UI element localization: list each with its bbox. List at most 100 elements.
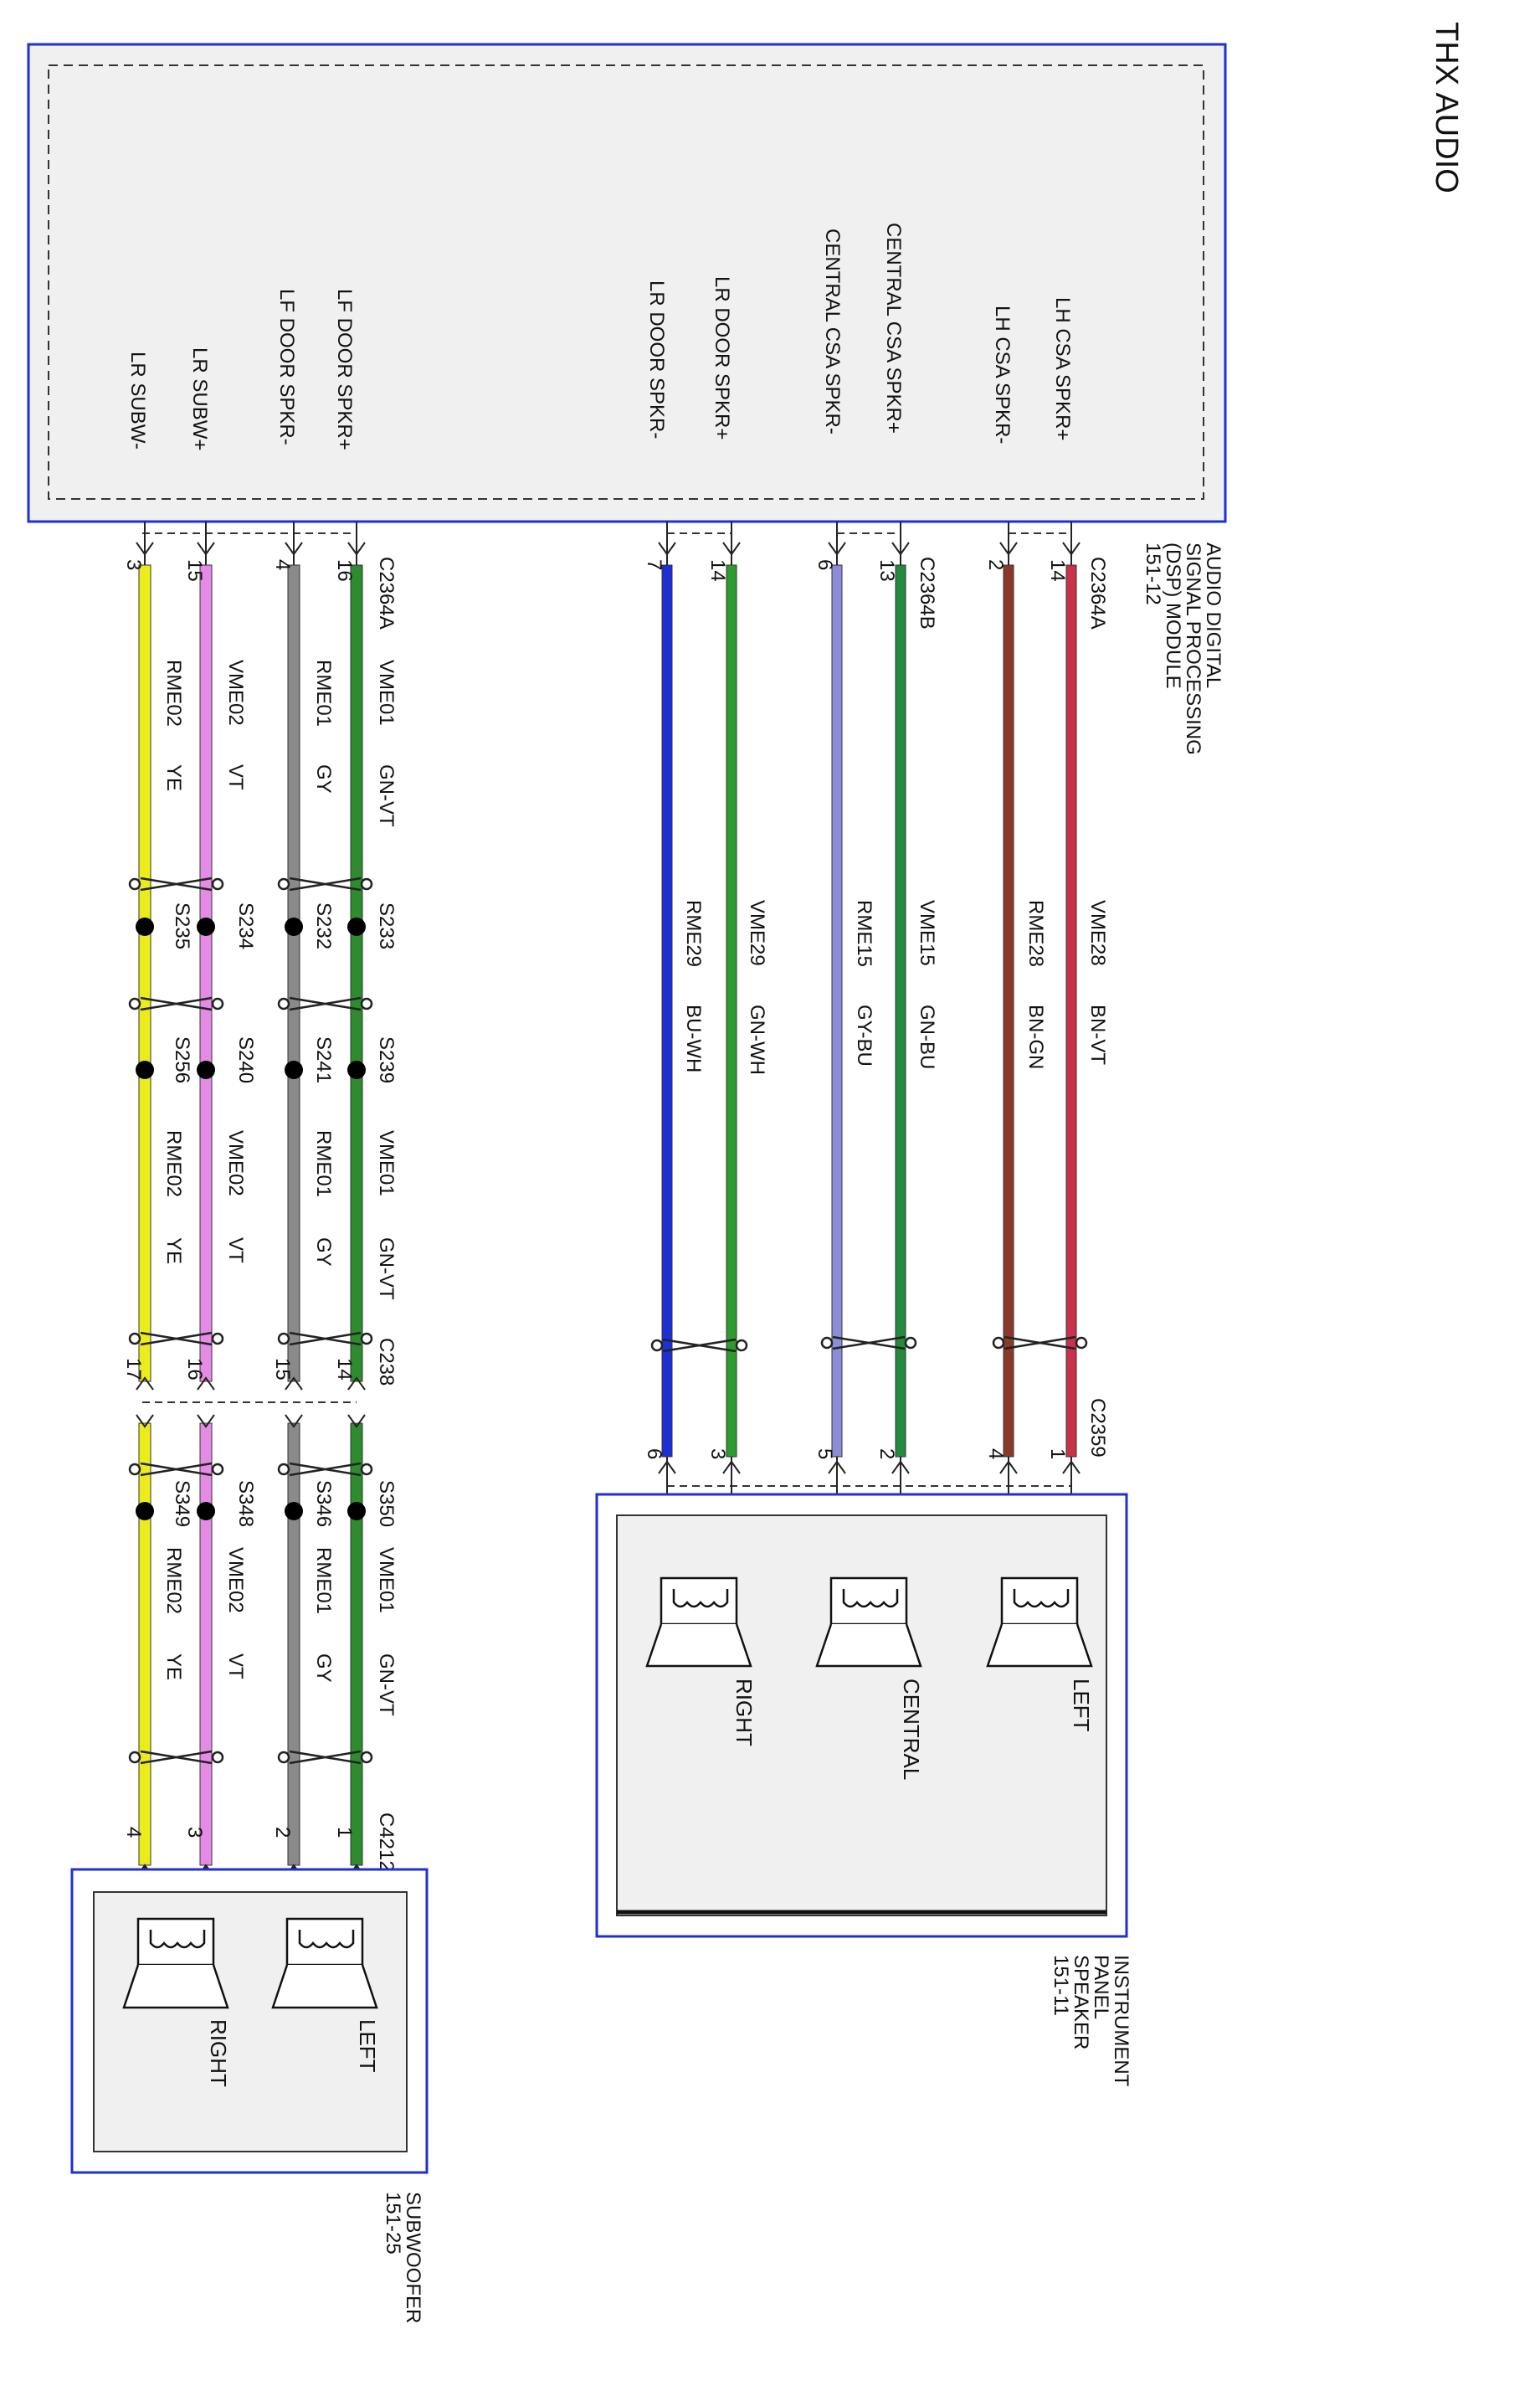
circuit-label: VME28 [1086, 900, 1109, 966]
wire-vme28 [1065, 564, 1077, 1458]
pin-label-central-csa-spkr-neg: CENTRAL CSA SPKR- [821, 229, 844, 434]
splice-label: S348 [234, 1480, 257, 1527]
wire-color-label: GN-WH [746, 1005, 768, 1075]
pin-label-lr-door-spkr-neg: LR DOOR SPKR- [645, 280, 668, 439]
wire-vme29 [726, 564, 737, 1458]
splice-dot [136, 1061, 154, 1079]
wire-color-label: GY-BU [853, 1005, 875, 1067]
right-wire-group: C2364A C2364B C2359 14 2 13 6 14 7 1 4 2… [643, 522, 1109, 1591]
twist-marker [140, 996, 213, 1011]
circuit-label: RME15 [853, 900, 875, 967]
wire-body [350, 564, 363, 1382]
speaker-icon [645, 1576, 752, 1668]
connector-label: C2364B [916, 557, 938, 630]
connector-label: C2364A [375, 557, 398, 630]
wire-vme02 [199, 564, 213, 1866]
pin-number: 13 [875, 559, 898, 582]
wire-color-label: VT [224, 1237, 247, 1263]
ip-speaker-inner [616, 1514, 1107, 1916]
pin-number: 6 [814, 559, 836, 570]
wire-color-label: YE [162, 764, 185, 791]
pin-arrow [285, 1376, 303, 1428]
splice-dot [285, 1061, 303, 1079]
ip-speaker-name-line: SPEAKER [1070, 1955, 1092, 2049]
pin-arrow [828, 522, 846, 565]
speaker-icon [815, 1576, 922, 1668]
wire-rme02 [138, 564, 151, 1866]
left-wire-group: C2364A C238 C4212 16 4 15 3 14 15 16 17 … [122, 522, 398, 1913]
twist-marker [289, 1462, 362, 1477]
twist-marker [1004, 1335, 1076, 1350]
pin-arrow [347, 1376, 366, 1428]
circuit-label: RME02 [162, 660, 185, 727]
wire-color-label: YE [162, 1653, 185, 1680]
splice-dot [347, 918, 366, 936]
wire-color-label: GN-VT [375, 764, 398, 827]
circuit-label: VME02 [224, 660, 247, 726]
circuit-label: RME01 [312, 1130, 335, 1197]
pin-label-lf-door-spkr-pos: LF DOOR SPKR+ [333, 289, 356, 450]
twist-marker [832, 1335, 906, 1350]
wire-color-label: BN-GN [1024, 1005, 1047, 1069]
splice-dot [136, 918, 154, 936]
subwoofer: LEFT RIGHT SUBWOOFER 151-25 [70, 1868, 429, 2323]
pin-number: 4 [984, 1448, 1007, 1459]
pin-label-lh-csa-spkr-pos: LH CSA SPKR+ [1051, 297, 1074, 440]
pin-label-lh-csa-spkr-neg: LH CSA SPKR- [991, 306, 1014, 444]
splice-label: S350 [375, 1480, 398, 1527]
instrument-panel-speaker: LEFT CENTRAL RIGHT INSTRUMENT PANEL SPEA… [595, 1493, 1132, 2087]
twist-marker [140, 1331, 213, 1346]
pin-label-lf-door-spkr-neg: LF DOOR SPKR- [275, 289, 298, 445]
wire-body [138, 564, 151, 1382]
pin-arrow [347, 522, 366, 565]
splice-dot [285, 918, 303, 936]
wire-color-label: VT [224, 764, 247, 790]
twist-markers [128, 877, 373, 1765]
wire-body [287, 564, 300, 1382]
splice-dot [136, 1502, 154, 1520]
ip-speaker-label-central: CENTRAL [899, 1679, 924, 1780]
pin-number: 3 [122, 559, 145, 570]
wire-color-label: GY [312, 1237, 335, 1267]
twist-marker [662, 1338, 737, 1353]
splice-label: S234 [234, 902, 257, 949]
subwoofer-name-line: SUBWOOFER [402, 2192, 424, 2323]
wire-color-label: YE [162, 1237, 185, 1264]
wire-color-label: GN-VT [375, 1653, 398, 1716]
splice-dot [197, 1502, 215, 1520]
pin-label-lr-subw-pos: LR SUBW+ [188, 347, 211, 450]
wire-body [138, 1422, 151, 1866]
wire-rme28 [1003, 564, 1014, 1458]
pin-arrow [722, 522, 741, 565]
twist-marker [289, 877, 362, 892]
subwoofer-label-right: RIGHT [206, 2019, 231, 2087]
pin-number: 14 [1046, 559, 1069, 582]
splice-dot [347, 1502, 366, 1520]
circuit-label: VME01 [375, 1547, 398, 1613]
wire-color-label: BU-WH [682, 1005, 705, 1072]
pin-number: 2 [984, 559, 1007, 570]
dsp-module-name-line: SIGNAL PROCESSING [1182, 542, 1204, 755]
circuit-label: RME02 [162, 1130, 185, 1197]
pin-number: 7 [643, 559, 665, 570]
subwoofer-name-line: 151-25 [382, 2192, 404, 2255]
splice-dot [197, 918, 215, 936]
circuit-label: VME02 [224, 1130, 247, 1196]
splice-label: S256 [171, 1036, 193, 1083]
wire-body [287, 1422, 300, 1866]
wire-rme29 [661, 564, 673, 1458]
speaker-icon [122, 1917, 229, 2009]
pin-number: 5 [814, 1448, 836, 1459]
pin-arrow [658, 522, 676, 565]
ip-speaker-name-line: PANEL [1090, 1955, 1112, 2019]
splice-label: S349 [171, 1480, 193, 1527]
wire-color-label: GN-BU [916, 1005, 938, 1069]
splice-dots [136, 918, 366, 1520]
splice-label: S241 [312, 1036, 335, 1083]
pin-number: 4 [122, 1827, 145, 1838]
splice-dot [285, 1502, 303, 1520]
twist-marker [289, 996, 362, 1011]
circuit-label: VME15 [916, 900, 938, 966]
circuit-label: RME01 [312, 1547, 335, 1614]
